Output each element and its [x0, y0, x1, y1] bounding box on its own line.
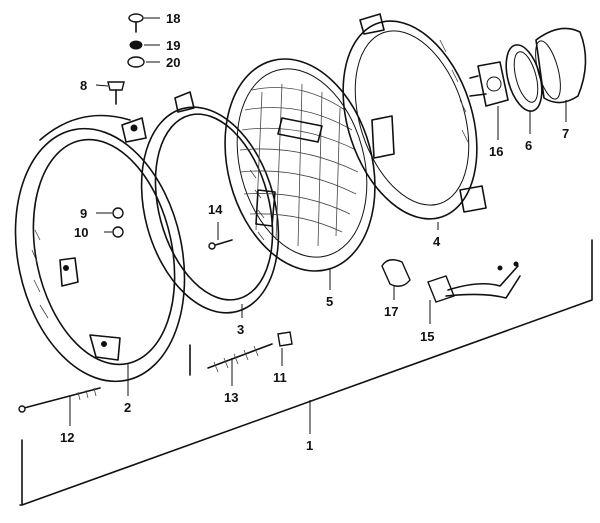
callout-8: 8 — [80, 78, 87, 93]
callout-10: 10 — [74, 225, 88, 240]
callout-18: 18 — [166, 11, 180, 26]
part-9-nut — [112, 207, 124, 219]
part-11-nut — [277, 331, 293, 347]
part-13-adjusting-screw — [207, 343, 273, 373]
part-12-long-screw — [18, 387, 101, 413]
callout-17: 17 — [384, 304, 398, 319]
callout-11: 11 — [273, 370, 287, 385]
callout-16: 16 — [489, 144, 503, 159]
callout-5: 5 — [326, 294, 333, 309]
part-4-headlight-housing — [342, 13, 487, 220]
callout-2: 2 — [124, 400, 131, 415]
part-5-sealed-beam-lens — [224, 58, 376, 272]
callout-12: 12 — [60, 430, 74, 445]
part-17-bulb — [381, 259, 411, 287]
part-7-rear-cover — [535, 27, 587, 104]
callout-19: 19 — [166, 38, 180, 53]
part-18-screw — [128, 13, 144, 33]
part-8-screw — [107, 81, 125, 105]
callout-4: 4 — [433, 234, 441, 249]
assembly-bracket — [19, 239, 593, 506]
callout-13: 13 — [224, 390, 238, 405]
part-16-socket-bracket — [469, 61, 509, 107]
callout-14: 14 — [208, 202, 223, 217]
part-19-lock-washer — [129, 40, 143, 50]
part-15-socket-wires — [427, 261, 521, 303]
part-10-nut — [112, 226, 124, 238]
callout-3: 3 — [237, 322, 244, 337]
callout-6: 6 — [525, 138, 532, 153]
part-2-outer-rim — [14, 114, 186, 383]
callout-15: 15 — [420, 329, 434, 344]
leader-lines — [69, 17, 567, 434]
part-20-washer — [127, 56, 145, 68]
part-14-screw — [208, 239, 233, 250]
callout-7: 7 — [562, 126, 569, 141]
callout-labels: 18 19 20 8 9 10 14 3 5 4 17 15 16 6 7 11… — [60, 11, 569, 453]
callout-20: 20 — [166, 55, 180, 70]
callout-1: 1 — [306, 438, 313, 453]
part-6-retaining-ring — [505, 44, 543, 112]
callout-9: 9 — [80, 206, 87, 221]
